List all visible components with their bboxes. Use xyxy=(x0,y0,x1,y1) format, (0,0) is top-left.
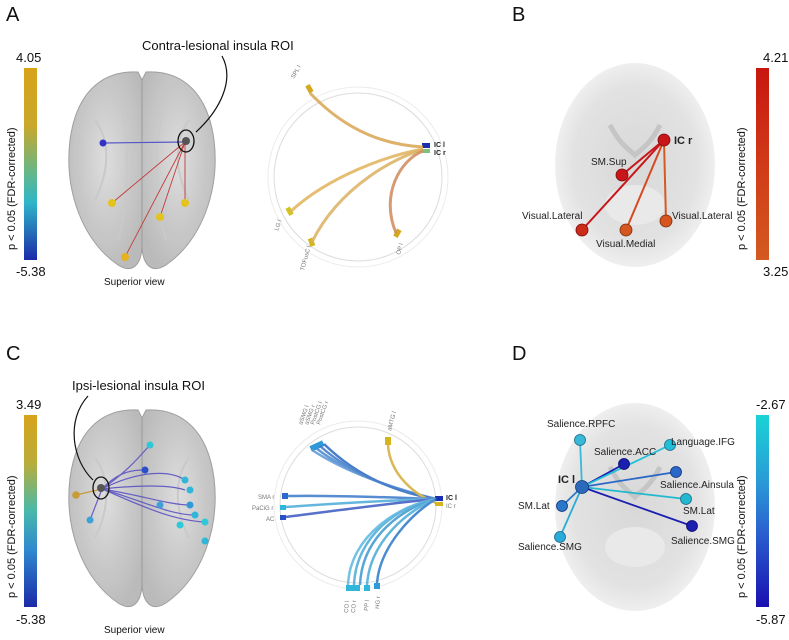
node-b-smsup xyxy=(615,168,629,182)
colorbar-b-label: p < 0.05 (FDR-corrected) xyxy=(736,127,748,250)
brain-axial-d: IC l Salience.RPFC Salience.ACC Language… xyxy=(518,403,735,611)
node-d-icl xyxy=(575,480,589,494)
circ-c-label-9: IC r xyxy=(446,504,456,510)
colorbar-b xyxy=(756,68,769,260)
label-b-4: Visual.Lateral xyxy=(672,211,732,222)
node-b-vislat-l xyxy=(575,223,589,237)
callout-ipsi-insula: Ipsi-lesional insula ROI xyxy=(72,378,205,393)
node-a-yellow-3 xyxy=(181,199,189,207)
circ-c-label-6: PaCiG r xyxy=(252,506,273,512)
node-b-icr xyxy=(657,133,671,147)
label-b-3: Visual.Medial xyxy=(596,239,655,250)
circ-a-label-2: IC r xyxy=(434,150,446,157)
label-b-0: IC r xyxy=(674,135,693,147)
colorbar-c-max: 3.49 xyxy=(16,397,42,412)
colorbar-d-min: -5.87 xyxy=(756,612,786,627)
label-d-0: IC l xyxy=(558,474,575,486)
brain-superior-a xyxy=(68,55,228,270)
circ-a-label-5: OP l xyxy=(396,243,405,256)
circ-a-label-1: IC l xyxy=(434,142,445,149)
label-b-1: SM.Sup xyxy=(591,157,627,168)
label-d-4: Salience.Ainsula xyxy=(660,480,734,491)
node-b-vislat-r xyxy=(659,214,673,228)
node-a-yellow-4 xyxy=(121,253,129,261)
node-a-yellow-2 xyxy=(156,213,164,221)
brain-axial-b: IC r SM.Sup Visual.Lateral Visual.Medial… xyxy=(522,63,732,267)
circ-c-label-12: PP l xyxy=(364,600,371,611)
node-b-vismed xyxy=(619,223,633,237)
circ-c-label-7: AC xyxy=(266,517,275,523)
panel-letter-a: A xyxy=(6,4,20,26)
label-d-7: Salience.SMG xyxy=(518,542,582,553)
colorbar-d xyxy=(756,415,769,607)
node-a-blue xyxy=(99,139,107,147)
circ-c-label-5: SMA r xyxy=(258,495,274,501)
callout-contra-insula: Contra-lesional insula ROI xyxy=(142,38,294,53)
view-label-c: Superior view xyxy=(104,625,165,636)
label-d-3: Language.IFG xyxy=(671,437,735,448)
colorbar-b-min: 3.25 xyxy=(763,264,789,279)
node-a-yellow-1 xyxy=(108,199,116,207)
colorbar-b-max: 4.21 xyxy=(763,50,789,65)
colorbar-a-min: -5.38 xyxy=(16,264,46,279)
colorbar-a xyxy=(24,68,37,260)
panel-letter-b: B xyxy=(512,4,526,26)
connectogram-c: aSMG l aSMG r PostCG l PostCG r aMTG l S… xyxy=(252,400,457,613)
circ-c-label-11: CO r xyxy=(351,600,358,613)
panel-letter-d: D xyxy=(512,343,527,365)
label-d-2: Salience.ACC xyxy=(594,447,656,458)
colorbar-d-label: p < 0.05 (FDR-corrected) xyxy=(736,475,748,598)
view-label-a: Superior view xyxy=(104,277,165,288)
brain-superior-c xyxy=(68,395,216,608)
colorbar-c-min: -5.38 xyxy=(16,612,46,627)
colorbar-a-max: 4.05 xyxy=(16,50,42,65)
connectogram-a: SPL l IC l IC r LG l TOFusC l OP l xyxy=(267,65,449,272)
circ-c-label-13: HG r xyxy=(375,596,382,609)
label-d-1: Salience.RPFC xyxy=(547,419,615,430)
label-d-5: SM.Lat xyxy=(518,501,550,512)
panel-letter-c: C xyxy=(6,343,21,365)
label-d-6: SM.Lat xyxy=(683,506,715,517)
circ-c-label-10: CO l xyxy=(344,601,351,613)
circ-c-label-8: IC l xyxy=(446,495,457,502)
label-d-8: Salience.SMG xyxy=(671,536,735,547)
circ-a-label-3: LG l xyxy=(274,219,283,231)
colorbar-d-max: -2.67 xyxy=(756,397,786,412)
label-b-2: Visual.Lateral xyxy=(522,211,582,222)
colorbar-c xyxy=(24,415,37,607)
circ-c-label-4: aMTG l xyxy=(387,411,398,432)
